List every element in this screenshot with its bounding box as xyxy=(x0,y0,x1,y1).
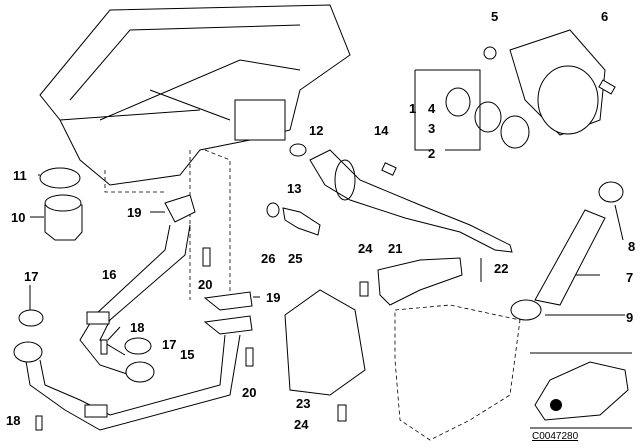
leader-lines xyxy=(29,174,625,341)
filter-housing xyxy=(381,29,616,176)
label-3: 3 xyxy=(428,121,436,136)
car-thumbnail xyxy=(534,361,629,421)
label-20a: 20 xyxy=(198,277,213,292)
intake-pipe-21 xyxy=(377,257,463,306)
label-8: 8 xyxy=(628,239,636,254)
label-19a: 19 xyxy=(127,205,142,220)
label-20b: 20 xyxy=(242,385,257,400)
dipstick-guide-tube xyxy=(309,149,513,253)
diagram-code: C0047280 xyxy=(532,431,579,442)
ring-17a xyxy=(18,309,44,327)
label-12: 12 xyxy=(309,123,324,138)
label-22: 22 xyxy=(494,261,509,276)
label-2: 2 xyxy=(428,146,436,161)
label-23: 23 xyxy=(296,396,311,411)
label-10: 10 xyxy=(11,210,26,225)
label-25: 25 xyxy=(288,251,303,266)
oil-pipe-16 xyxy=(79,224,191,376)
label-15: 15 xyxy=(180,347,195,362)
label-14: 14 xyxy=(374,123,389,138)
label-7: 7 xyxy=(626,270,634,285)
label-17a: 17 xyxy=(24,269,39,284)
label-9: 9 xyxy=(626,310,634,325)
label-26: 26 xyxy=(261,251,276,266)
ring-17b xyxy=(124,337,152,355)
pipe-bracket xyxy=(84,404,108,418)
label-18b: 18 xyxy=(6,413,21,428)
label-1: 1 xyxy=(409,101,417,116)
oil-sensor xyxy=(282,207,321,236)
location-dot xyxy=(550,399,562,411)
label-24b: 24 xyxy=(294,417,309,432)
label-5: 5 xyxy=(491,9,499,24)
heat-shield-23 xyxy=(284,289,366,396)
label-16: 16 xyxy=(102,267,117,282)
gasket-19a xyxy=(164,194,196,223)
label-19b: 19 xyxy=(266,290,281,305)
gasket-19b xyxy=(203,291,253,311)
label-4: 4 xyxy=(428,101,436,116)
tube-flange xyxy=(334,159,356,201)
oil-pan xyxy=(39,4,351,300)
sealing-ring-11 xyxy=(39,167,81,189)
label-21: 21 xyxy=(388,241,403,256)
label-24a: 24 xyxy=(358,241,373,256)
ring-13 xyxy=(289,143,307,157)
oil-filler-7 xyxy=(534,209,606,306)
label-11: 11 xyxy=(13,168,27,183)
label-18a: 18 xyxy=(130,320,145,335)
label-13: 13 xyxy=(287,181,302,196)
engine-outline xyxy=(394,304,521,441)
label-17b: 17 xyxy=(162,337,177,352)
bolts xyxy=(35,247,369,431)
screw-plug-10 xyxy=(44,204,83,241)
label-6: 6 xyxy=(601,9,609,24)
